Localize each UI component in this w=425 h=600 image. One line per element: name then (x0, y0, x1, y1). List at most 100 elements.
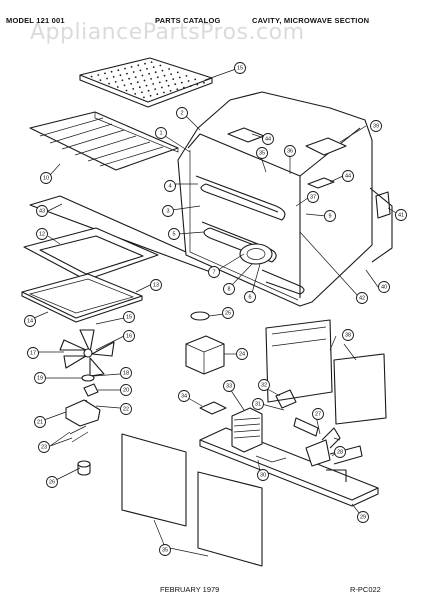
callout-number: 5 (172, 231, 175, 237)
callout-number: 4 (168, 183, 171, 189)
callout-43: 43 (36, 205, 48, 217)
callout-2: 2 (176, 107, 188, 119)
callout-42: 42 (356, 292, 368, 304)
callout-26: 26 (46, 476, 58, 488)
callout-number: 37 (310, 194, 316, 200)
callout-35: 35 (159, 544, 171, 556)
callout-number: 15 (237, 65, 243, 71)
callout-16: 16 (123, 330, 135, 342)
callout-number: 28 (337, 449, 343, 455)
callout-number: 7 (212, 269, 215, 275)
callout-number: 30 (260, 472, 266, 478)
footer-date: FEBRUARY 1979 (160, 585, 220, 594)
callout-23: 23 (38, 441, 50, 453)
callout-6: 6 (244, 291, 256, 303)
callout-number: 40 (381, 284, 387, 290)
side-panels-upper (265, 319, 387, 425)
callout-number: 22 (123, 406, 129, 412)
model-number: MODEL 121 001 (6, 16, 65, 25)
callout-17: 17 (27, 347, 39, 359)
fan-blade (59, 329, 115, 377)
callout-number: 43 (39, 208, 45, 214)
callout-15: 15 (123, 311, 135, 323)
callout-38: 38 (342, 329, 354, 341)
callout-4: 4 (164, 180, 176, 192)
callout-number: 41 (398, 212, 404, 218)
callout-number: 26 (49, 479, 55, 485)
callout-33: 33 (223, 380, 235, 392)
callout-41: 41 (395, 209, 407, 221)
callout-number: 23 (41, 444, 47, 450)
callout-40: 40 (378, 281, 390, 293)
callout-29: 29 (357, 511, 369, 523)
callout-7: 7 (208, 266, 220, 278)
callout-44: 44 (342, 170, 354, 182)
callout-18: 18 (120, 367, 132, 379)
callout-number: 8 (227, 286, 230, 292)
footer-code: R-PC022 (350, 585, 381, 594)
callout-number: 19 (37, 375, 43, 381)
oven-rack (79, 57, 213, 108)
callout-39: 39 (370, 120, 382, 132)
callout-number: 29 (360, 514, 366, 520)
cavity-shelf-panel (29, 111, 179, 171)
callout-number: 1 (159, 130, 162, 136)
callout-13: 13 (150, 279, 162, 291)
callout-8: 8 (223, 283, 235, 295)
callout-20: 20 (120, 384, 132, 396)
door-frame (23, 227, 159, 281)
callout-35: 35 (256, 147, 268, 159)
callout-number: 36 (287, 148, 293, 154)
callout-number: 35 (259, 150, 265, 156)
callout-number: 34 (181, 393, 187, 399)
callout-number: 6 (248, 294, 251, 300)
callout-number: 21 (37, 419, 43, 425)
callout-number: 27 (315, 411, 321, 417)
callout-leaders (33, 68, 399, 557)
callout-number: 16 (126, 333, 132, 339)
callout-34: 34 (178, 390, 190, 402)
callout-number: 32 (261, 382, 267, 388)
callout-number: 13 (153, 282, 159, 288)
callout-21: 21 (34, 416, 46, 428)
callout-number: 2 (180, 110, 183, 116)
callout-number: 3 (166, 208, 169, 214)
callout-15: 15 (234, 62, 246, 74)
microwave-cavity (177, 91, 393, 307)
base-plate-assembly (199, 389, 379, 507)
callout-number: 10 (43, 175, 49, 181)
callout-24: 24 (236, 348, 248, 360)
control-relay (185, 311, 225, 375)
callout-36: 36 (284, 145, 296, 157)
callout-27: 27 (312, 408, 324, 420)
callout-19: 19 (34, 372, 46, 384)
callout-31: 31 (252, 398, 264, 410)
callout-number: 14 (27, 318, 33, 324)
callout-9: 9 (324, 210, 336, 222)
callout-22: 22 (120, 403, 132, 415)
callout-30: 30 (257, 469, 269, 481)
callout-12: 12 (36, 228, 48, 240)
callout-5: 5 (168, 228, 180, 240)
callout-number: 24 (239, 351, 245, 357)
callout-10: 10 (40, 172, 52, 184)
catalog-title: PARTS CATALOG (155, 16, 221, 25)
door-glass-gasket (21, 273, 143, 323)
callout-14: 14 (24, 315, 36, 327)
section-title: CAVITY, MICROWAVE SECTION (252, 16, 370, 25)
callout-25: 25 (222, 307, 234, 319)
callout-number: 44 (345, 173, 351, 179)
callout-number: 42 (359, 295, 365, 301)
callout-44: 44 (262, 133, 274, 145)
callout-number: 12 (39, 231, 45, 237)
motor-parts (65, 374, 101, 476)
callout-number: 38 (345, 332, 351, 338)
watermark: AppliancePartsPros.com (30, 20, 305, 45)
callout-1: 1 (155, 127, 167, 139)
callout-28: 28 (334, 446, 346, 458)
callout-number: 9 (328, 213, 331, 219)
callout-number: 39 (373, 123, 379, 129)
